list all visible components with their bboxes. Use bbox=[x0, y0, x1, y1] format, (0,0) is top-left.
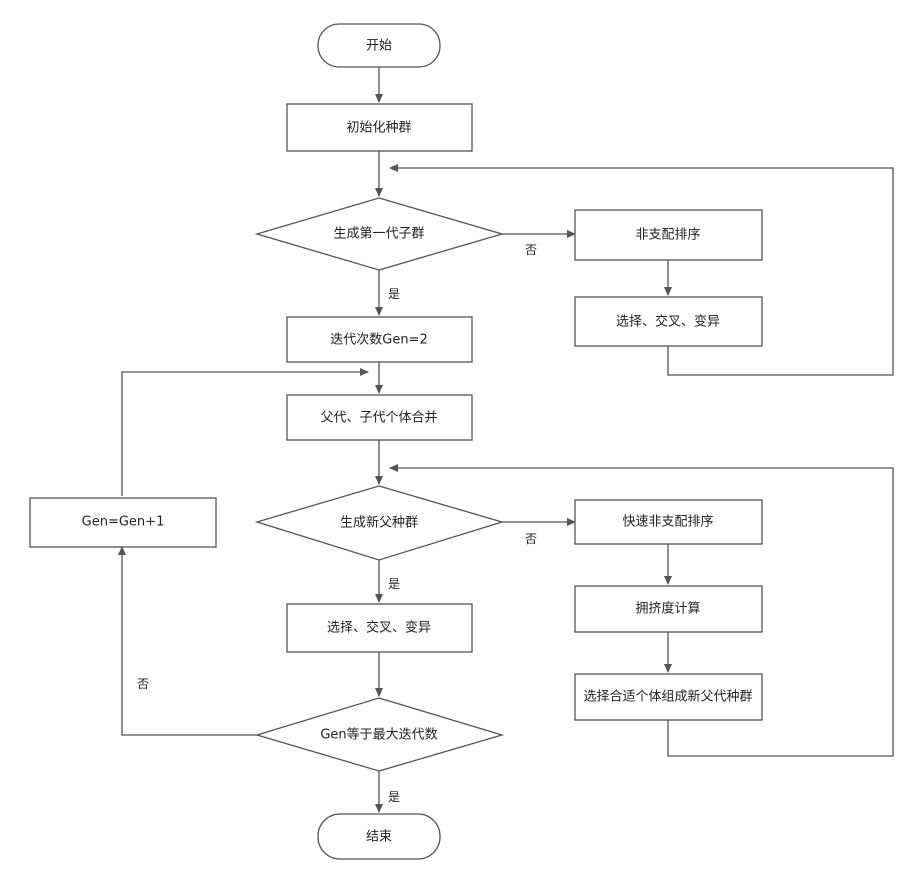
node-select-cross-mutate-1: 选择、交叉、变异 bbox=[575, 297, 762, 346]
crowding-distance-label: 拥挤度计算 bbox=[635, 601, 700, 617]
node-fast-nondominated-sort: 快速非支配排序 bbox=[575, 500, 762, 544]
decision-first-offspring-label: 生成第一代子群 bbox=[333, 227, 424, 242]
node-nondominated-sort-1: 非支配排序 bbox=[575, 210, 762, 260]
edge-label-no-1: 否 bbox=[525, 243, 537, 257]
nondominated-sort-1-label: 非支配排序 bbox=[635, 228, 700, 243]
node-init-population: 初始化种群 bbox=[287, 104, 472, 151]
gen-increment-label: Gen=Gen+1 bbox=[82, 515, 165, 530]
edge-label-no-3: 否 bbox=[137, 677, 149, 691]
node-end: 结束 bbox=[318, 814, 440, 859]
start-label: 开始 bbox=[366, 39, 392, 54]
edge-decision3-no bbox=[122, 547, 257, 735]
node-merge-parent-child: 父代、子代个体合并 bbox=[287, 395, 472, 440]
decision-max-gen-label: Gen等于最大迭代数 bbox=[320, 727, 437, 743]
fast-nondominated-sort-label: 快速非支配排序 bbox=[622, 515, 713, 530]
node-decision-new-parent: 生成新父种群 bbox=[257, 486, 502, 560]
init-population-label: 初始化种群 bbox=[346, 121, 411, 136]
edge-label-no-2: 否 bbox=[525, 532, 537, 546]
node-gen-increment: Gen=Gen+1 bbox=[30, 498, 216, 547]
select-cross-mutate-1-label: 选择、交叉、变异 bbox=[616, 314, 720, 330]
node-start: 开始 bbox=[318, 24, 440, 67]
node-decision-first-offspring: 生成第一代子群 bbox=[257, 198, 502, 270]
select-new-parent-label: 选择合适个体组成新父代种群 bbox=[583, 689, 752, 705]
edge-label-yes-1: 是 bbox=[388, 287, 400, 301]
node-select-cross-mutate-2: 选择、交叉、变异 bbox=[287, 604, 472, 652]
merge-parent-child-label: 父代、子代个体合并 bbox=[320, 411, 437, 426]
decision-new-parent-label: 生成新父种群 bbox=[340, 515, 418, 531]
edge-label-yes-2: 是 bbox=[388, 577, 400, 591]
gen-set-2-label: 迭代次数Gen=2 bbox=[330, 332, 427, 348]
node-decision-max-gen: Gen等于最大迭代数 bbox=[257, 698, 502, 771]
connectors bbox=[122, 67, 893, 812]
node-select-new-parent: 选择合适个体组成新父代种群 bbox=[575, 674, 762, 720]
node-crowding-distance: 拥挤度计算 bbox=[575, 586, 762, 632]
end-label: 结束 bbox=[366, 830, 392, 845]
select-cross-mutate-2-label: 选择、交叉、变异 bbox=[327, 620, 431, 636]
edge-label-yes-3: 是 bbox=[388, 790, 400, 804]
node-gen-set-2: 迭代次数Gen=2 bbox=[287, 317, 472, 362]
